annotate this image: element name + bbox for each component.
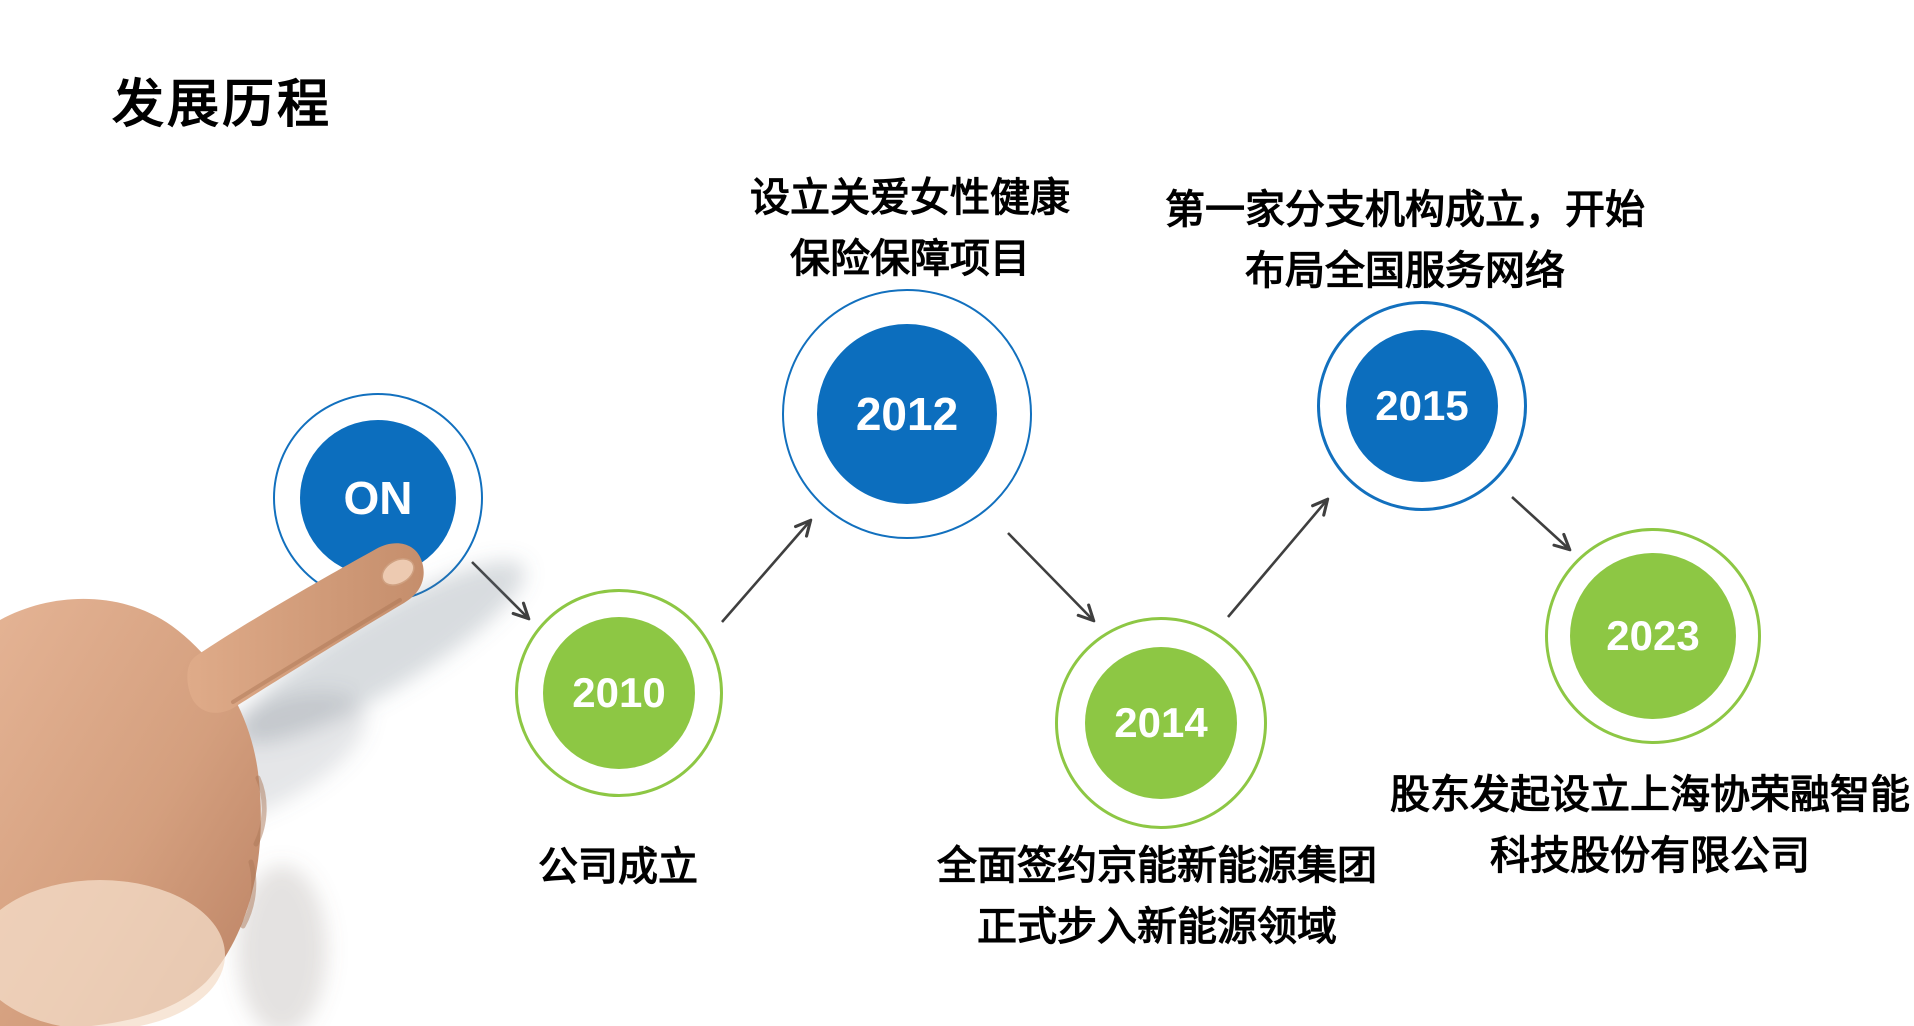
- wrist-highlight: [0, 880, 225, 1026]
- caption-2012: 设立关爱女性健康 保险保障项目: [660, 168, 1160, 290]
- node-disc: ON: [300, 420, 456, 576]
- caption-line: 正式步入新能源领域: [977, 905, 1337, 949]
- finger-shading: [231, 598, 402, 704]
- node-disc: 2015 2014: [1085, 647, 1237, 799]
- caption-line: 保险保障项目: [790, 237, 1030, 281]
- node-ring: [1545, 528, 1761, 744]
- arrow-2015-to-2023: [1511, 496, 1569, 549]
- node-disc: 2012: [817, 324, 997, 504]
- arrow-2010-to-2012: [721, 521, 810, 623]
- node-ring: [782, 289, 1032, 539]
- node-ring: [1317, 301, 1527, 511]
- caption-2010: 公司成立: [418, 837, 818, 898]
- hand-fist: [0, 599, 261, 1026]
- caption-line: 全面签约京能新能源集团: [937, 844, 1377, 888]
- caption-line: 股东发起设立上海协荣融智能: [1390, 773, 1910, 817]
- caption-line: 公司成立: [538, 845, 698, 889]
- caption-2015: 第一家分支机构成立，开始 布局全国服务网络: [1135, 180, 1675, 302]
- node-disc: 2015: [1346, 330, 1498, 482]
- caption-2023: 股东发起设立上海协荣融智能 科技股份有限公司: [1382, 765, 1914, 887]
- node-disc: 2023: [1570, 553, 1736, 719]
- caption-line: 科技股份有限公司: [1490, 834, 1810, 878]
- node-year-label: 2014: [1114, 699, 1208, 746]
- arrow-2012-to-2014: [1007, 532, 1093, 620]
- node-year-label: 2012: [855, 388, 959, 440]
- node-ring: [1055, 617, 1267, 829]
- node-year-label: ON: [343, 472, 413, 524]
- caption-line: 布局全国服务网络: [1245, 249, 1565, 293]
- node-disc: 2010: [543, 617, 695, 769]
- arrow-2014-to-2015: [1227, 500, 1327, 618]
- caption-line: 第一家分支机构成立，开始: [1165, 188, 1645, 232]
- caption-line: 设立关爱女性健康: [750, 176, 1070, 220]
- hand-shadow: [144, 560, 525, 1026]
- node-year-label: 2010: [572, 669, 666, 716]
- node-year-label: 2023: [1606, 612, 1700, 659]
- caption-2014: 全面签约京能新能源集团 正式步入新能源领域: [887, 836, 1427, 958]
- page-title: 发展历程: [112, 76, 333, 134]
- node-year-label: 2015: [1375, 382, 1469, 429]
- arrow-on-to-2010: [471, 561, 528, 618]
- knuckle-creases: [240, 775, 267, 929]
